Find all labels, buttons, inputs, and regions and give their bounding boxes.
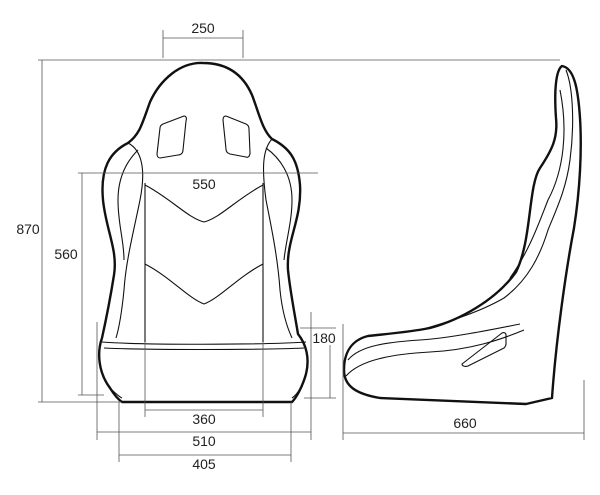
front-seat-outline bbox=[97, 61, 309, 404]
label-depth: 660 bbox=[453, 415, 477, 431]
left-bolster-inner bbox=[117, 149, 139, 261]
cushion-left-corner bbox=[109, 387, 123, 399]
side-seat-outline bbox=[342, 64, 582, 406]
label-shoulder-width: 550 bbox=[192, 176, 216, 192]
cushion-lower-seam bbox=[103, 347, 305, 351]
side-belt-slot bbox=[461, 332, 507, 367]
side-seat-seam-upper bbox=[347, 323, 521, 361]
label-base-width: 405 bbox=[192, 456, 216, 472]
label-back-height: 560 bbox=[54, 246, 78, 262]
side-bolster-contour bbox=[509, 89, 565, 279]
right-belt-slot bbox=[222, 115, 251, 158]
side-shell-contour bbox=[419, 69, 574, 331]
front-view bbox=[97, 61, 309, 404]
left-bolster-seam bbox=[115, 142, 144, 339]
label-inner-width: 360 bbox=[192, 411, 216, 427]
label-total-height: 870 bbox=[16, 221, 40, 237]
dimension-lines bbox=[38, 30, 585, 462]
cushion-top-seam bbox=[101, 341, 307, 345]
cushion-right-corner bbox=[291, 373, 307, 399]
label-head-width: 250 bbox=[191, 20, 215, 36]
side-seat-seam-lower bbox=[345, 329, 525, 377]
dimension-labels: 250 870 550 560 180 360 510 405 660 bbox=[16, 20, 477, 472]
right-bolster-inner bbox=[265, 147, 293, 261]
side-view bbox=[342, 64, 582, 406]
left-belt-slot bbox=[156, 115, 187, 159]
label-bolster-height: 180 bbox=[312, 330, 336, 346]
upper-chevron-seam bbox=[144, 184, 264, 223]
right-bolster-seam bbox=[263, 138, 293, 339]
lower-chevron-seam bbox=[144, 263, 264, 305]
label-outer-width: 510 bbox=[192, 433, 216, 449]
